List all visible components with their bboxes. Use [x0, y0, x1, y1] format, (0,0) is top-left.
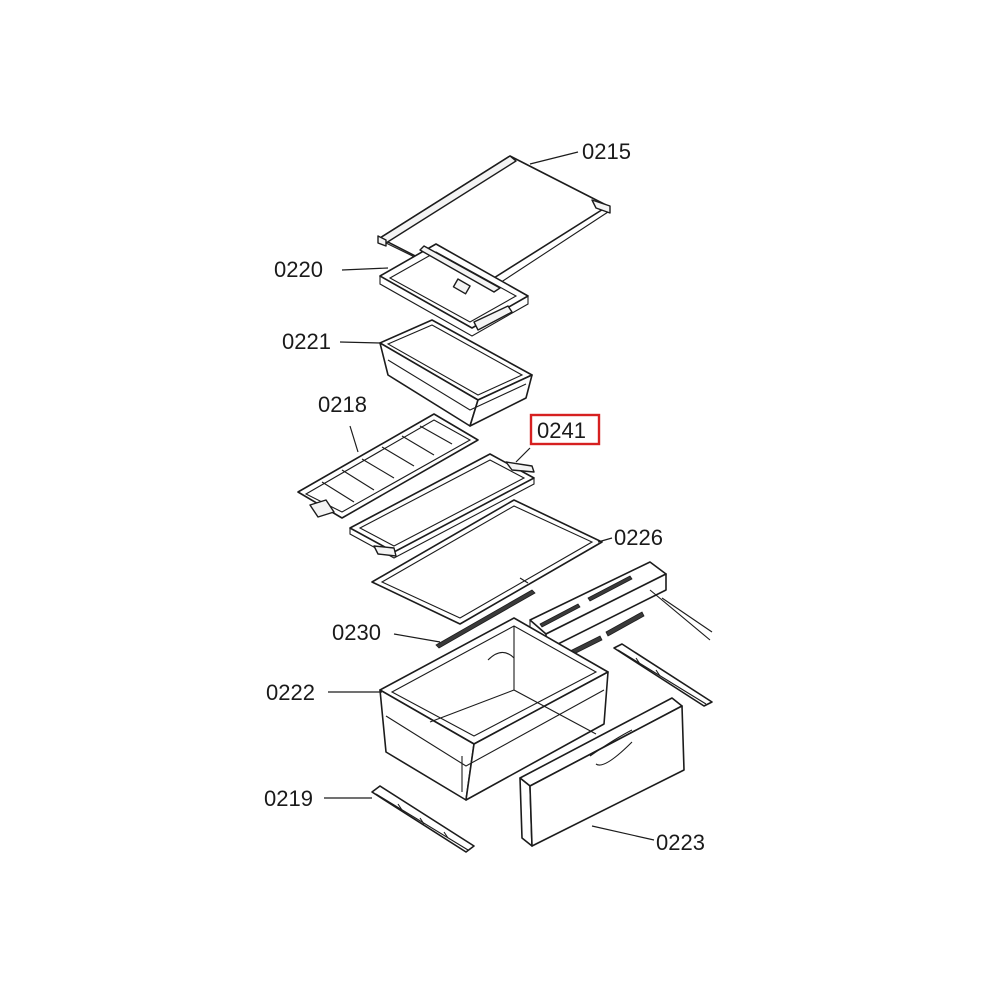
label-0220: 0220: [274, 257, 323, 282]
part-0222-crisper-drawer[interactable]: [379, 617, 609, 801]
part-0218-slatted-cover[interactable]: [297, 413, 479, 519]
label-0223: 0223: [656, 830, 705, 855]
label-0226: 0226: [614, 525, 663, 550]
part-0219-slide-rail[interactable]: [371, 785, 475, 853]
part-0226-glass-plate[interactable]: [371, 499, 603, 625]
label-0241: 0241: [537, 418, 586, 443]
label-0219: 0219: [264, 786, 313, 811]
right-slide-rail: [613, 643, 713, 707]
label-0218: 0218: [318, 392, 367, 417]
crisper-cover-plate: [529, 561, 713, 665]
part-0223-drawer-front[interactable]: [519, 697, 685, 847]
label-0221: 0221: [282, 329, 331, 354]
highlight-box-0241: [529, 413, 601, 446]
leader-lines: [324, 151, 655, 841]
part-0230-strip[interactable]: [435, 589, 536, 649]
part-0220-shelf-frame[interactable]: [379, 243, 529, 337]
label-0222: 0222: [266, 680, 315, 705]
label-0215: 0215: [582, 139, 631, 164]
part-0221-tray[interactable]: [379, 319, 533, 427]
part-0241-frame[interactable]: [349, 453, 535, 559]
label-0230: 0230: [332, 620, 381, 645]
